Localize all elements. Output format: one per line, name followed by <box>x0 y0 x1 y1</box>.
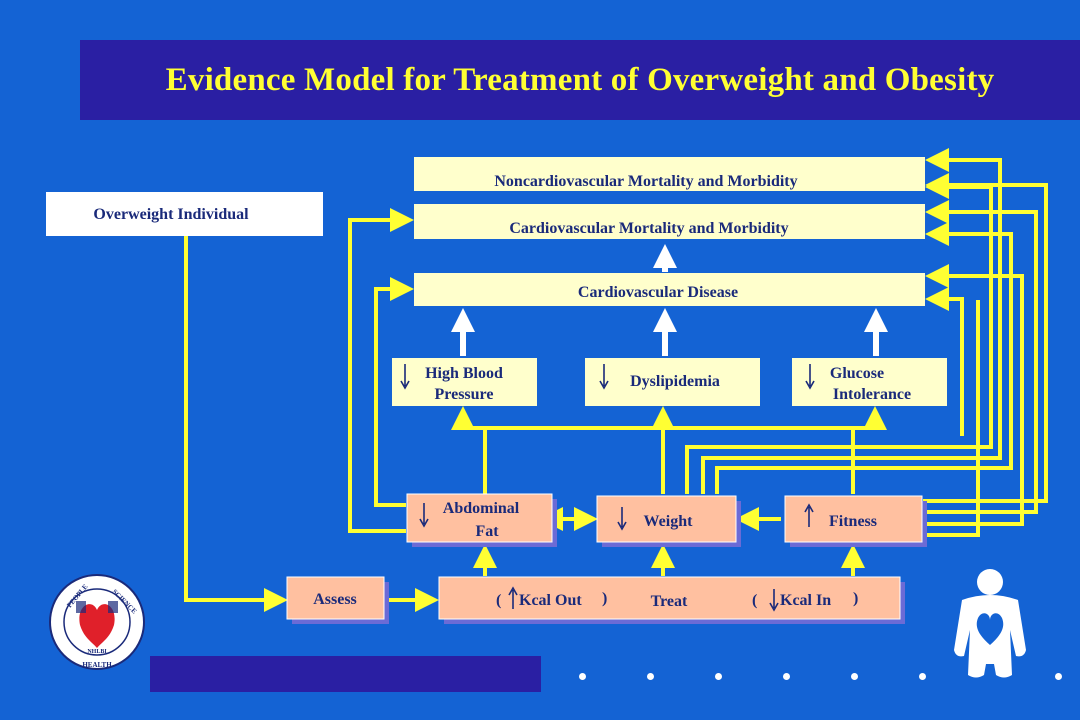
connector-abdominal-to-cv-disease <box>374 277 414 507</box>
high-bp-box: High Blood Pressure <box>392 358 537 406</box>
down-arrow-icon <box>769 589 779 612</box>
abdominal-fat-label-line2: Fat <box>475 523 499 540</box>
footer-dot <box>715 673 722 680</box>
noncardio-label: Noncardiovascular Mortality and Morbidit… <box>494 173 797 190</box>
connector-weight-to-cv-disease <box>715 222 1013 494</box>
fitness-label: Fitness <box>829 513 877 530</box>
high-bp-label-line1: High Blood <box>425 365 503 382</box>
overweight-individual-box: Overweight Individual <box>46 192 323 236</box>
heart-person-icon <box>954 569 1026 678</box>
treat-box: ( Kcal Out ) Treat ( Kcal In ) <box>438 576 905 624</box>
kcal-in-open: ( <box>752 592 757 609</box>
glucose-label-line1: Glucose <box>830 365 884 382</box>
causal-arrows <box>451 244 888 356</box>
connector-overweight-to-assess <box>184 236 288 612</box>
connector-weight-to-cv-mortality <box>701 148 1002 494</box>
glucose-label-line2: Intolerance <box>833 386 911 403</box>
down-arrow-icon <box>419 503 429 528</box>
nhlbi-seal-logo: PEOPLE SCIENCE HEALTH NHLBI <box>49 574 145 670</box>
dyslipidemia-label: Dyslipidemia <box>630 373 720 390</box>
overweight-individual-label: Overweight Individual <box>93 206 249 223</box>
connector-fitness-bus-3 <box>923 264 1024 526</box>
seal-text-health: HEALTH <box>82 661 112 669</box>
high-bp-label-line2: Pressure <box>435 386 494 403</box>
cv-disease-box: Cardiovascular Disease <box>414 273 925 306</box>
down-arrow-icon <box>805 364 815 390</box>
assess-label: Assess <box>313 591 357 608</box>
page-title: Evidence Model for Treatment of Overweig… <box>165 62 995 98</box>
footer-dot <box>579 673 586 680</box>
title-banner: Evidence Model for Treatment of Overweig… <box>80 40 1080 120</box>
footer-dot <box>1055 673 1062 680</box>
up-arrow-icon <box>804 503 814 527</box>
kcal-out-open: ( <box>496 592 501 609</box>
kcal-in-label: Kcal In <box>780 592 831 609</box>
footer-banner <box>150 656 541 692</box>
kcal-in-close: ) <box>853 590 858 607</box>
connector-fitness-bus-4 <box>925 287 964 436</box>
cv-disease-label: Cardiovascular Disease <box>578 284 738 301</box>
footer-dot <box>919 673 926 680</box>
assess-box: Assess <box>286 576 389 624</box>
footer-dot <box>647 673 654 680</box>
connector-fitness-bus-5 <box>923 300 980 537</box>
abdominal-fat-label-line1: Abdominal <box>443 500 520 517</box>
down-arrow-icon <box>617 507 627 531</box>
footer-dot <box>783 673 790 680</box>
connector-fitness-bus-1 <box>923 173 1048 503</box>
down-arrow-icon <box>599 364 609 390</box>
connectors <box>184 148 1048 612</box>
weight-box: Weight <box>596 495 741 547</box>
cv-mortality-label: Cardiovascular Mortality and Morbidity <box>509 220 788 237</box>
abdominal-fat-box: Abdominal Fat <box>406 493 557 547</box>
connector-abdominal-to-cv-mortality <box>348 208 414 533</box>
seal-text-nhlbi: NHLBI <box>87 649 107 655</box>
kcal-out-close: ) <box>602 590 607 607</box>
fitness-box: Fitness <box>784 495 927 547</box>
up-arrow-icon <box>508 586 518 609</box>
kcal-out-label: Kcal Out <box>519 592 582 609</box>
dyslipidemia-box: Dyslipidemia <box>585 358 760 406</box>
down-arrow-icon <box>400 364 410 390</box>
weight-label: Weight <box>644 513 694 530</box>
noncardio-box: Noncardiovascular Mortality and Morbidit… <box>414 157 925 191</box>
glucose-box: Glucose Intolerance <box>792 358 947 406</box>
treat-label: Treat <box>651 593 688 610</box>
footer-dot <box>851 673 858 680</box>
cv-mortality-box: Cardiovascular Mortality and Morbidity <box>414 204 925 239</box>
